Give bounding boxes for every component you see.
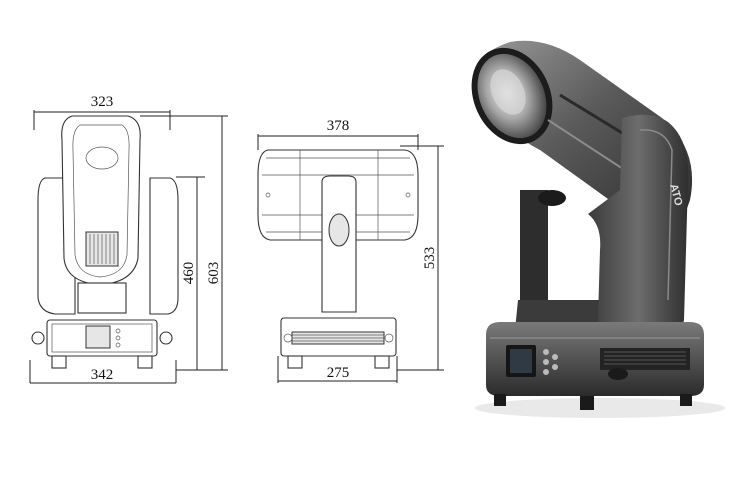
front-view-dimensions: [29, 110, 228, 384]
front-view-drawing: [31, 115, 179, 369]
side-width-top-label: 378: [327, 118, 350, 134]
side-width-bottom-label: 275: [327, 365, 350, 381]
product-photo: ATO: [471, 40, 725, 418]
front-width-bottom-label: 342: [91, 367, 114, 383]
ato-logo-text: ATO: [667, 183, 684, 208]
front-width-top-label: 323: [91, 94, 114, 110]
front-height-inner-label: 460: [181, 262, 197, 285]
side-view-dimensions: [257, 134, 444, 383]
side-height-label: 533: [422, 247, 438, 270]
front-height-outer-label: 603: [206, 262, 222, 285]
side-view-drawing: [257, 149, 419, 369]
